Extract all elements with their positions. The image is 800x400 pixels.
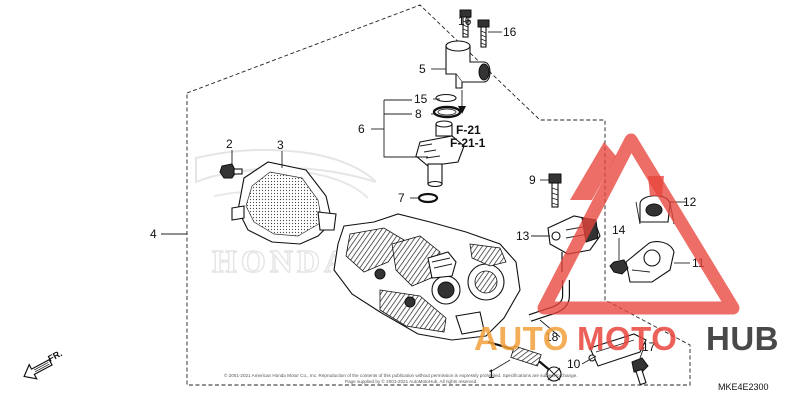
screw-2 <box>219 163 243 179</box>
fuel-injector-6 <box>415 120 465 188</box>
callout-12: 12 <box>683 195 697 209</box>
watermark-hub: HUB <box>706 320 779 357</box>
callout-5: 5 <box>419 62 426 76</box>
diagram-code: MKE4E2300 <box>718 382 769 392</box>
callout-18: 18 <box>545 330 559 344</box>
callout-1: 1 <box>488 367 495 381</box>
reference-f21[interactable]: F-21 <box>456 123 481 137</box>
front-label: FR. <box>46 348 63 364</box>
bolt-17 <box>631 357 649 386</box>
callout-7: 7 <box>398 191 405 205</box>
o-ring-8 <box>432 105 462 119</box>
callout-16-left: 16 <box>458 14 472 28</box>
warning-triangle-logo <box>537 133 740 315</box>
watermark-auto: AUTO <box>474 320 569 357</box>
leader-lines <box>161 20 690 373</box>
callout-3: 3 <box>277 138 284 152</box>
callout-6: 6 <box>358 122 365 136</box>
honda-logo-text: HONDA <box>212 243 351 279</box>
shaft-1 <box>487 340 562 382</box>
callout-13: 13 <box>516 229 530 243</box>
callout-9: 9 <box>529 173 536 187</box>
bolt-9 <box>548 173 562 208</box>
seal-ring-15 <box>435 93 457 103</box>
seal-7 <box>417 192 439 204</box>
bolt-16-right <box>477 19 490 48</box>
injector-holder-5 <box>445 40 491 89</box>
nut-14 <box>609 259 629 275</box>
reference-f21-1[interactable]: F-21-1 <box>450 136 486 150</box>
callout-17: 17 <box>642 340 656 354</box>
copyright-line-2: Page supplied by © 2001-2021 AutoMotoHub… <box>345 378 478 384</box>
cover-3 <box>231 161 337 245</box>
clip-10 <box>588 333 647 367</box>
watermark-moto: MOTO <box>577 320 677 357</box>
callouts: 1 2 3 4 5 6 7 8 9 10 11 12 13 14 15 16 1… <box>150 14 705 381</box>
copyright-line-1: © 2001-2021 American Honda Motor Co., In… <box>224 372 577 378</box>
assembly-boundary <box>186 4 691 386</box>
automotohub-watermark: AUTO MOTO HUB <box>474 133 779 357</box>
callout-4: 4 <box>150 227 157 241</box>
throttle-body-4 <box>333 213 521 341</box>
front-direction-indicator: FR. <box>23 348 64 380</box>
honda-wing-logo: HONDA <box>195 149 377 280</box>
callout-15: 15 <box>414 92 428 106</box>
bracket-11 <box>625 241 675 283</box>
rubber-mount-12 <box>635 195 675 225</box>
bolt-16-left <box>459 9 472 38</box>
callout-14: 14 <box>612 223 626 237</box>
callout-2: 2 <box>226 137 233 151</box>
callout-10: 10 <box>567 357 581 371</box>
callout-16-right: 16 <box>503 25 517 39</box>
callout-8: 8 <box>415 107 422 121</box>
